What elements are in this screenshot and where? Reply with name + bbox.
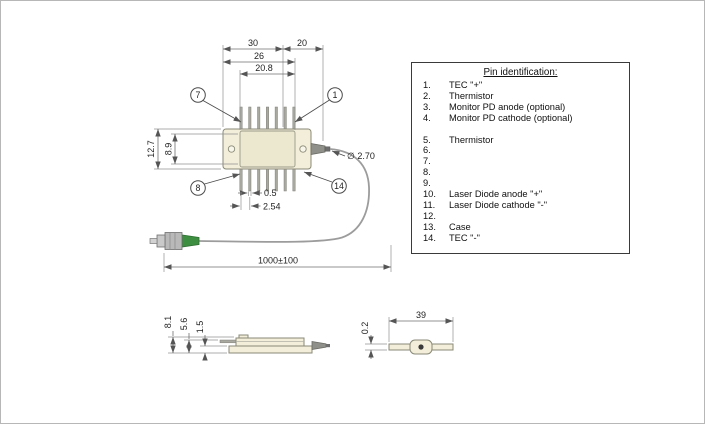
pin-number: 9. bbox=[423, 178, 431, 189]
pin-number: 6. bbox=[423, 145, 431, 156]
connector-ferrule bbox=[149, 238, 158, 244]
pin-row-12: 12. bbox=[412, 211, 629, 222]
plate-hole bbox=[418, 344, 424, 350]
dim-fiber-length: 1000±100 bbox=[258, 256, 298, 266]
pin-number: 4. bbox=[423, 112, 431, 123]
pin-row-13: 13. Case bbox=[412, 222, 629, 233]
fiber-cable bbox=[198, 148, 370, 243]
fiber-length-dimension: 1000±100 bbox=[163, 245, 392, 272]
dim-height-5-6: 5.6 bbox=[179, 318, 189, 331]
pin-row-3: 3. Monitor PD anode (optional) bbox=[412, 102, 629, 113]
pin-number: 10. bbox=[423, 189, 436, 200]
dim-width-39: 39 bbox=[416, 310, 426, 320]
side-view-pin-row bbox=[219, 339, 238, 344]
callout-8: 8 bbox=[196, 183, 201, 193]
pin-number: 14. bbox=[423, 232, 436, 243]
ferrule-diameter-callout: ∅ 2.70 bbox=[331, 150, 375, 161]
side-view-lid-step bbox=[238, 334, 249, 339]
dim-width-20-8: 20.8 bbox=[255, 63, 273, 73]
pin-number: 5. bbox=[423, 134, 431, 145]
pin-row-4: 4. Monitor PD cathode (optional) bbox=[412, 113, 629, 124]
side-view-body bbox=[235, 337, 305, 347]
dim-height-12-7: 12.7 bbox=[146, 140, 156, 158]
mounting-hole-right bbox=[299, 145, 307, 153]
dim-height-1-5: 1.5 bbox=[195, 321, 205, 334]
plate-view-dimensions: 39 0.2 bbox=[360, 310, 454, 359]
pin-row-6: 6. bbox=[412, 145, 629, 156]
pin-number: 12. bbox=[423, 210, 436, 221]
pin-label bbox=[449, 167, 629, 178]
pin-identification-title: Pin identification: bbox=[483, 67, 558, 78]
pin-label: TEC "+" bbox=[449, 80, 483, 90]
side-view-ferrule bbox=[326, 344, 330, 348]
dim-width-26: 26 bbox=[254, 51, 264, 61]
pin-row-5: 5. Thermistor bbox=[412, 135, 629, 146]
pin-label: Case bbox=[449, 221, 471, 232]
pin-label bbox=[449, 156, 629, 167]
dim-width-30: 30 bbox=[248, 38, 258, 48]
package-lid bbox=[239, 130, 296, 168]
pin-row-1: 1. TEC "+" bbox=[412, 80, 629, 91]
pin-row-8: 8. bbox=[412, 167, 629, 178]
callout-7-circle bbox=[190, 87, 206, 103]
mounting-hole-left bbox=[227, 145, 236, 153]
pin-number: 13. bbox=[423, 221, 436, 232]
pin-list-spacer bbox=[412, 124, 629, 135]
pin-row-14: 14. TEC "-" bbox=[412, 233, 629, 244]
dim-height-8-9: 8.9 bbox=[164, 143, 174, 156]
pin-label: Laser Diode cathode "-" bbox=[449, 199, 548, 210]
pin-label: Thermistor bbox=[449, 90, 494, 101]
pin-label: Laser Diode anode "+" bbox=[449, 189, 543, 200]
fiber-connector bbox=[149, 232, 200, 250]
base-plate-view bbox=[388, 339, 454, 355]
dim-pin-thickness: 0.5 bbox=[264, 188, 277, 198]
connector-body bbox=[164, 232, 183, 250]
package-top-view bbox=[222, 106, 331, 192]
connector-nut bbox=[156, 234, 166, 248]
connector-boot bbox=[181, 234, 200, 248]
pin-row-10: 10. Laser Diode anode "+" bbox=[412, 189, 629, 200]
callout-1-circle bbox=[327, 87, 343, 103]
pin-row-9: 9. bbox=[412, 178, 629, 189]
side-view-dimensions: 8.1 5.6 1.5 bbox=[163, 316, 234, 361]
pin-number: 3. bbox=[423, 101, 431, 112]
pin-label bbox=[449, 145, 629, 156]
pin-callouts: 7 1 8 14 bbox=[190, 87, 347, 196]
dim-ferrule-diameter: ∅ 2.70 bbox=[347, 151, 375, 161]
callout-14: 14 bbox=[334, 181, 344, 191]
dim-pin-pitch: 2.54 bbox=[263, 202, 281, 212]
package-side-view bbox=[219, 334, 330, 354]
side-view-base bbox=[228, 345, 313, 354]
pin-number: 11. bbox=[423, 199, 436, 210]
callout-7: 7 bbox=[196, 90, 201, 100]
pin-label: Thermistor bbox=[449, 134, 494, 145]
pin-number: 2. bbox=[423, 90, 431, 101]
pin-label: TEC "-" bbox=[449, 232, 480, 243]
callout-14-circle bbox=[331, 178, 347, 194]
callout-1: 1 bbox=[333, 90, 338, 100]
dim-width-20: 20 bbox=[297, 38, 307, 48]
fiber-snout bbox=[310, 143, 326, 155]
side-view-snout bbox=[311, 341, 327, 350]
dim-thickness-0-2: 0.2 bbox=[360, 322, 370, 335]
pin-label: Monitor PD cathode (optional) bbox=[449, 112, 573, 123]
callout-8-circle bbox=[190, 180, 206, 196]
pin-label bbox=[449, 211, 629, 222]
pin-label bbox=[449, 178, 629, 189]
pin-identification-box: Pin identification: 1. TEC "+" 2. Thermi… bbox=[411, 62, 630, 254]
pin-label: Monitor PD anode (optional) bbox=[449, 101, 566, 112]
package-pins-top bbox=[239, 106, 296, 131]
dim-height-8-1: 8.1 bbox=[163, 316, 173, 329]
pin-pitch-dimensions: 0.5 2.54 bbox=[230, 188, 281, 212]
top-view-dimensions: 30 20 26 20.8 12.7 8.9 bbox=[146, 38, 324, 170]
pin-number: 8. bbox=[423, 167, 431, 178]
pin-identification-list: 1. TEC "+" 2. Thermistor 3. Monitor PD a… bbox=[412, 79, 629, 244]
pin-number: 1. bbox=[423, 80, 431, 90]
pin-number: 7. bbox=[423, 156, 431, 167]
pin-row-2: 2. Thermistor bbox=[412, 91, 629, 102]
fiber-ferrule bbox=[324, 146, 331, 152]
pin-row-11: 11. Laser Diode cathode "-" bbox=[412, 200, 629, 211]
pin-row-7: 7. bbox=[412, 156, 629, 167]
